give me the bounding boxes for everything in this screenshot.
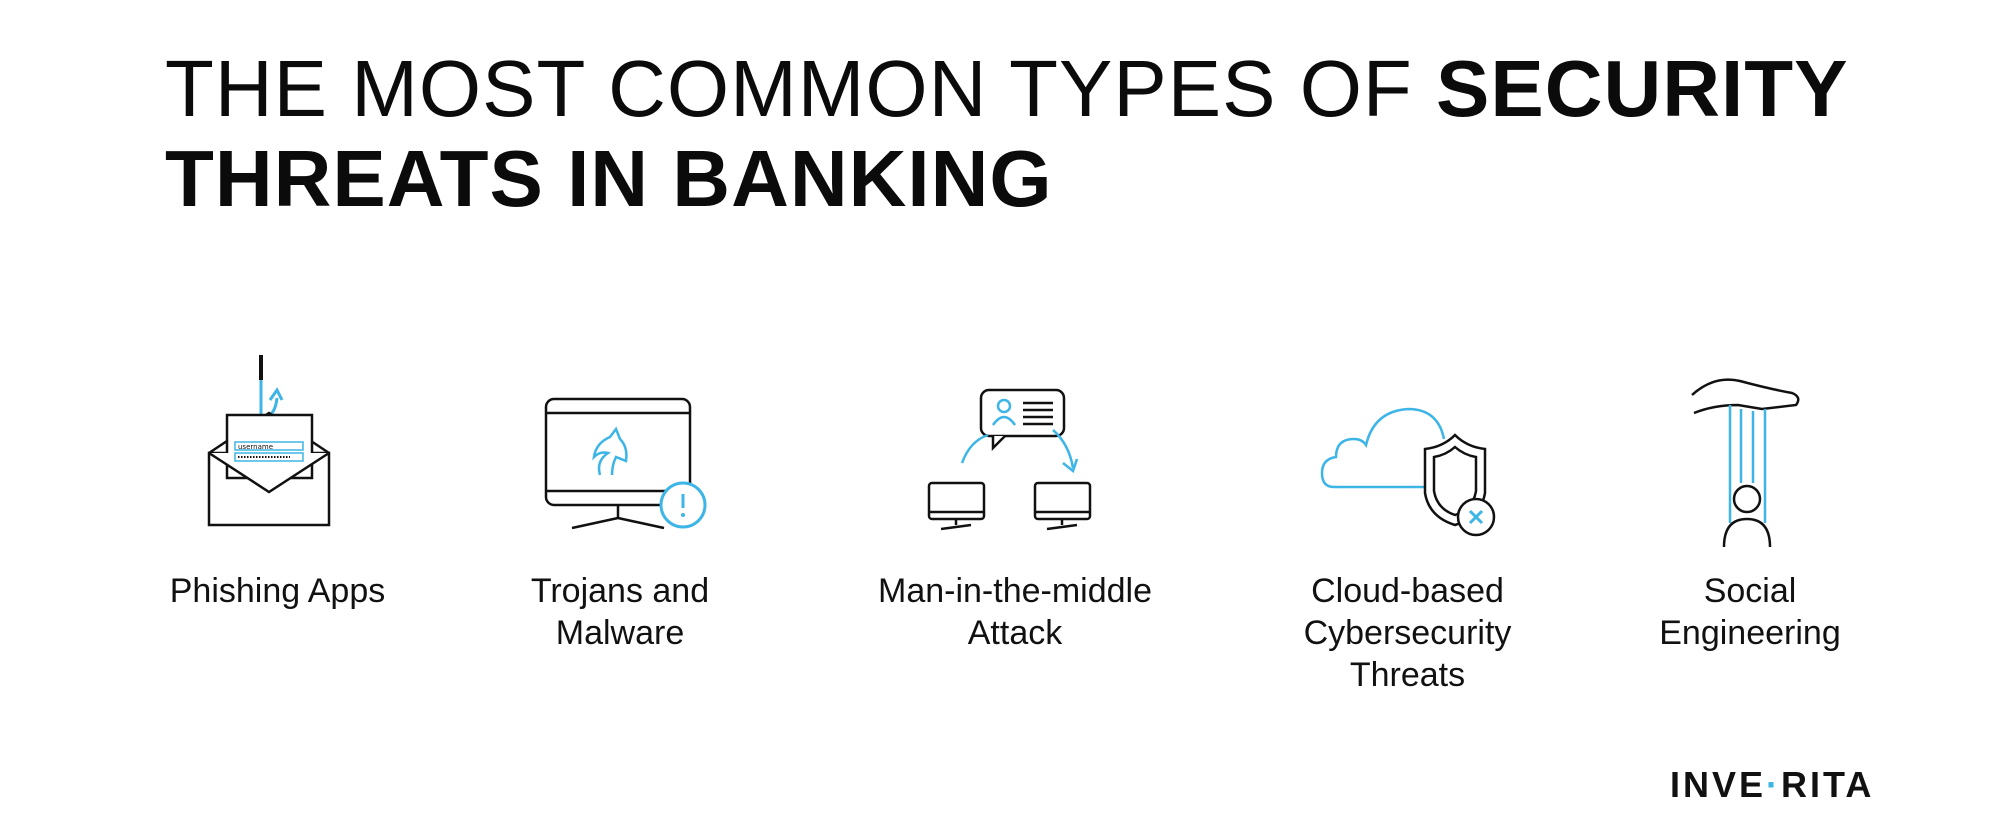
item-label-mitm: Man-in-the-middle Attack <box>878 572 1152 652</box>
man-in-the-middle-icon <box>927 388 1092 531</box>
cloud-shield-icon <box>1320 407 1496 537</box>
page-title: THE MOST COMMON TYPES OF SECURITY THREAT… <box>165 44 1865 224</box>
item-label-social: Social Engineering <box>1659 572 1841 652</box>
phishing-email-icon: username <box>207 355 331 527</box>
puppet-hand-icon <box>1691 378 1800 548</box>
phishing-field-text: username <box>238 443 273 451</box>
page-title-bold: SECURITY THREATS IN BANKING <box>165 44 1848 223</box>
trojan-monitor-icon <box>544 397 707 530</box>
item-label-cloud: Cloud-based Cybersecurity Threats <box>1303 572 1512 694</box>
item-label-trojans: Trojans and Malware <box>530 572 710 652</box>
inverita-logo: INVE·RITA <box>1670 764 1875 805</box>
item-label-phishing: Phishing Apps <box>169 572 386 610</box>
page-title-light: THE MOST COMMON TYPES OF <box>165 44 1437 133</box>
